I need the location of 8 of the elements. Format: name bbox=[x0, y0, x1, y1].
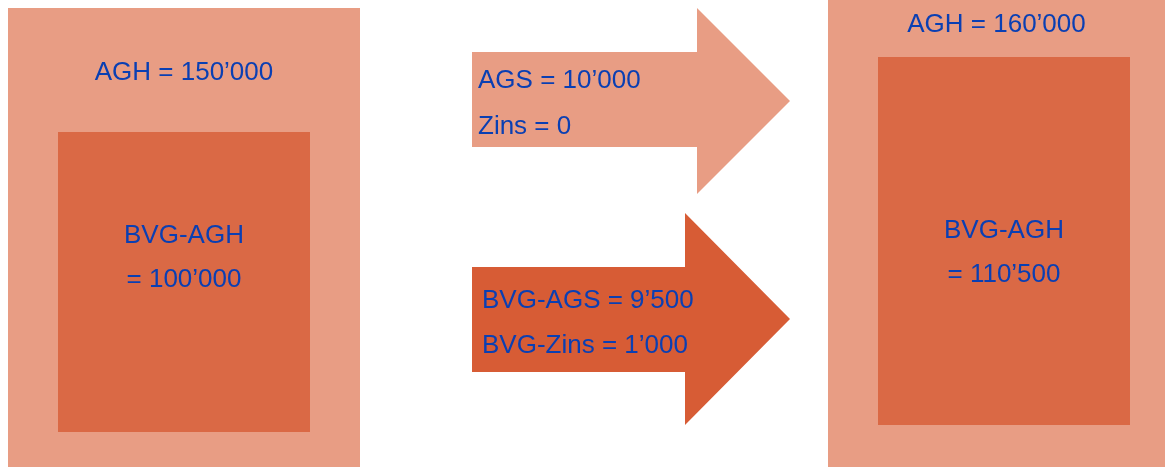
flow-text: AGS = 10’000 bbox=[478, 64, 641, 95]
heading-text: AGH = 160’000 bbox=[906, 8, 1087, 39]
value-text: BVG-AGH = 110’500 bbox=[944, 213, 1064, 290]
flow-text: Zins = 0 bbox=[478, 110, 572, 141]
heading-text: AGH = 150’000 bbox=[93, 56, 275, 87]
flow-text: BVG-AGS = 9’500 bbox=[482, 284, 694, 315]
value-text: BVG-AGH = 100’000 bbox=[124, 218, 244, 295]
flow-text: BVG-Zins = 1’000 bbox=[482, 329, 688, 360]
